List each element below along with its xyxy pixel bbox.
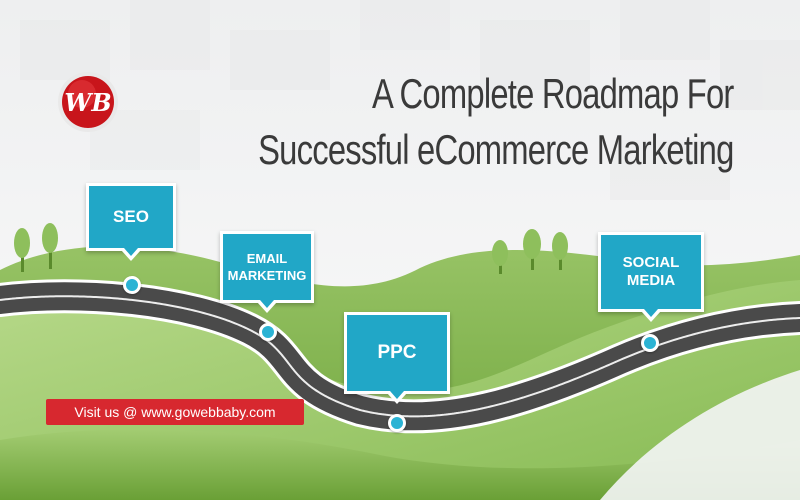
milestone-sign-social-media: SOCIAL MEDIA [598,232,704,322]
milestone-label-line-2: MEDIA [626,272,676,289]
title-line-1: A Complete Roadmap For [372,70,734,117]
milestone-label-line-1: SOCIAL [622,254,680,271]
milestone-label: PPC [377,342,417,363]
trees-right [492,229,568,274]
milestone-sign-seo: SEO [86,183,176,261]
milestone-sign-email-marketing: EMAIL MARKETING [220,231,314,313]
title-line-2: Successful eCommerce Marketing [258,126,735,173]
logo-text: WB [64,88,112,117]
logo-icon [58,72,118,132]
milestone-label-line-1: EMAIL [246,251,288,266]
page-title: A Complete Roadmap For Successful eComme… [258,66,735,178]
milestone-pin-seo [123,276,141,294]
milestone-sign-ppc: PPC [344,312,450,404]
milestone-pin-email-marketing [259,323,277,341]
front-hill [0,429,800,500]
milestone-label-line-2: MARKETING [227,268,307,283]
visit-website-link[interactable]: Visit us @ www.gowebbaby.com [46,399,304,425]
trees-left [14,223,58,272]
road-shadow-right [600,370,800,500]
milestone-pin-social-media [641,334,659,352]
road-centerline [0,295,800,418]
milestone-label: SEO [113,207,149,226]
milestone-pin-ppc [388,414,406,432]
background-tiles [20,0,800,200]
gowebbaby-logo: WB [56,70,120,134]
